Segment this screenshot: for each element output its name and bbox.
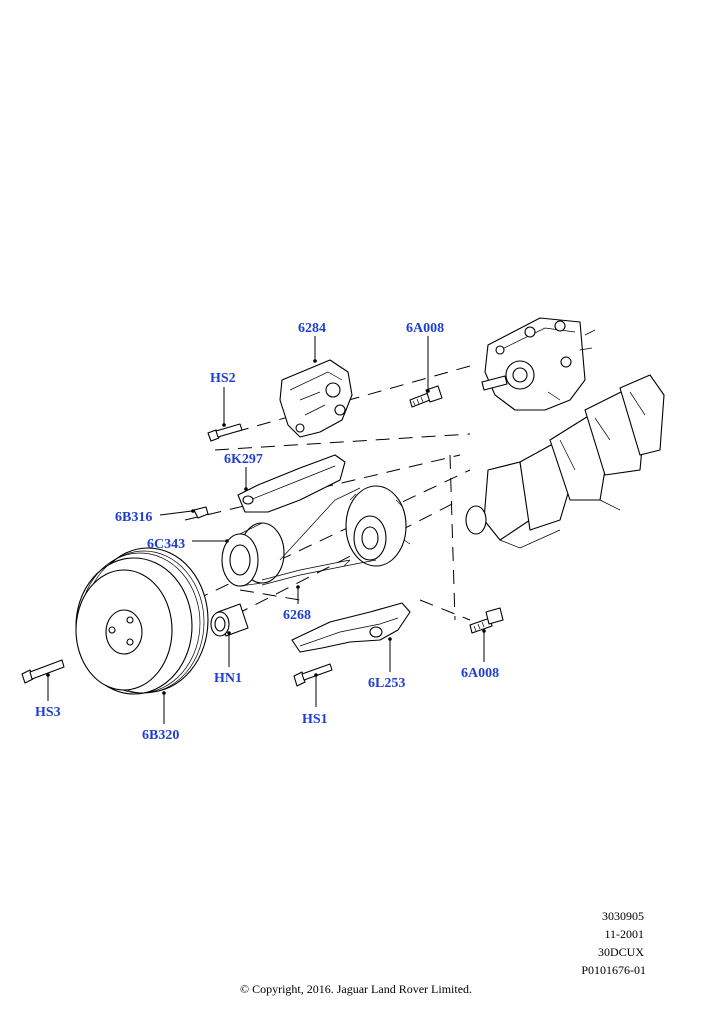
crank-sprocket-6C343	[221, 522, 285, 587]
label-6B320: 6B320	[142, 728, 179, 743]
label-6284: 6284	[298, 321, 326, 336]
label-6K297: 6K297	[224, 452, 263, 467]
diagram-code: 3030905	[602, 909, 644, 923]
fuel-injection-pump	[481, 317, 596, 411]
label-HN1: HN1	[214, 671, 242, 686]
copyright-notice: © Copyright, 2016. Jaguar Land Rover Lim…	[239, 982, 473, 996]
label-HS3: HS3	[35, 705, 61, 720]
tensioner-6L253	[291, 602, 411, 653]
label-6A008-top: 6A008	[406, 321, 444, 336]
label-6L253: 6L253	[368, 676, 405, 691]
woodruff-key-6B316	[193, 506, 209, 519]
label-6268: 6268	[283, 608, 311, 623]
stud-6A008-bottom	[469, 607, 504, 634]
cam-sprocket	[343, 485, 411, 567]
label-6A008-bottom: 6A008	[461, 666, 499, 681]
illustration-ref: P0101676-01	[581, 963, 646, 977]
bolt-HS3	[21, 659, 65, 684]
stud-6A008-top	[409, 385, 443, 408]
label-HS2: HS2	[210, 371, 236, 386]
leader-lines	[46, 336, 486, 724]
chain-guide-6K297	[237, 454, 346, 513]
bolt-HS2	[207, 423, 243, 442]
model-code: 30DCUX	[597, 945, 644, 959]
timing-chain-6268	[261, 487, 377, 586]
crank-pulley-6B320	[75, 547, 209, 695]
label-HS1: HS1	[302, 712, 328, 727]
crankshaft	[465, 374, 665, 549]
label-6B316: 6B316	[115, 510, 152, 525]
oil-pump-housing	[279, 359, 353, 438]
bolt-HS1	[293, 663, 333, 687]
diagram-date: 11-2001	[604, 927, 644, 941]
bushing-HN1	[210, 603, 249, 637]
label-6C343: 6C343	[147, 537, 185, 552]
